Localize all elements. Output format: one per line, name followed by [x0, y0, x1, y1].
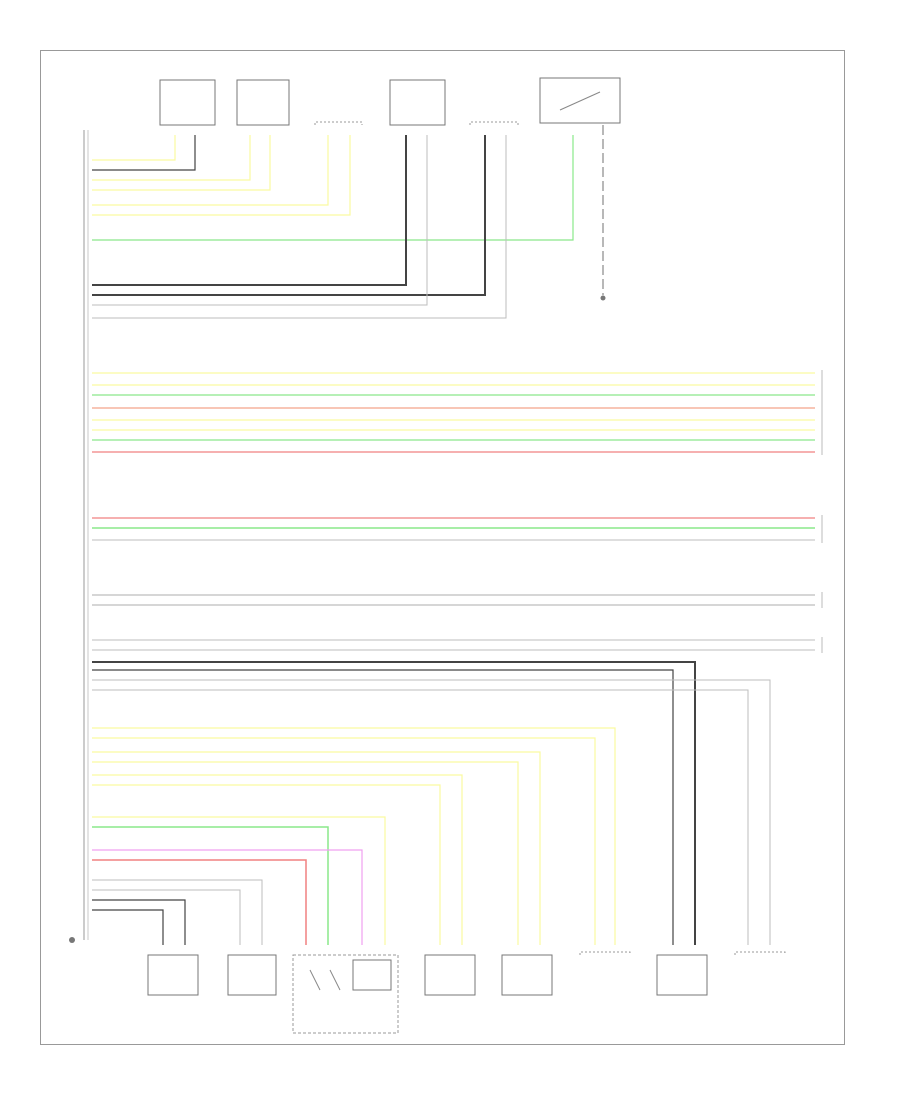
wire [92, 135, 271, 191]
wire [92, 751, 541, 945]
ground-icon [600, 295, 606, 301]
wire [92, 879, 263, 945]
bottom-component-4 [424, 954, 476, 996]
top-component-1 [159, 79, 216, 126]
top-component-6-switch [539, 77, 621, 124]
wire [92, 135, 507, 319]
wire [92, 899, 186, 945]
wire [92, 816, 386, 945]
wire [92, 826, 329, 945]
wire [92, 727, 616, 945]
wire [92, 761, 519, 945]
wire [92, 849, 363, 945]
diagram-frame [40, 50, 845, 1045]
wire [92, 135, 407, 286]
bottom-component-6 [579, 951, 631, 955]
wire [92, 135, 176, 161]
wire [92, 135, 428, 306]
wire [92, 889, 241, 945]
wire [92, 737, 596, 945]
wire [92, 135, 196, 171]
bottom-component-1 [147, 954, 199, 996]
wire [92, 661, 696, 945]
wire [92, 135, 574, 241]
top-component-3 [314, 121, 363, 125]
top-component-2 [236, 79, 290, 126]
wire [92, 135, 329, 206]
wire [92, 135, 486, 296]
wires [92, 135, 815, 945]
bottom-component-3-sensor [292, 954, 399, 1034]
top-component-4 [389, 79, 446, 126]
ground-icon-bottom [69, 937, 75, 943]
wire [92, 135, 351, 216]
wire [92, 774, 463, 945]
wire [92, 669, 674, 945]
wire [92, 859, 307, 945]
wire [92, 909, 164, 945]
bottom-component-2 [227, 954, 277, 996]
top-component-5 [469, 121, 519, 125]
ground-drop-top [600, 125, 606, 301]
wire [92, 679, 771, 945]
wire [92, 689, 749, 945]
bottom-component-8 [734, 951, 786, 955]
airbag-ecu-connector [83, 130, 89, 940]
bottom-component-7 [656, 954, 708, 996]
bottom-component-5 [501, 954, 553, 996]
wire [92, 135, 251, 181]
wire [92, 784, 441, 945]
